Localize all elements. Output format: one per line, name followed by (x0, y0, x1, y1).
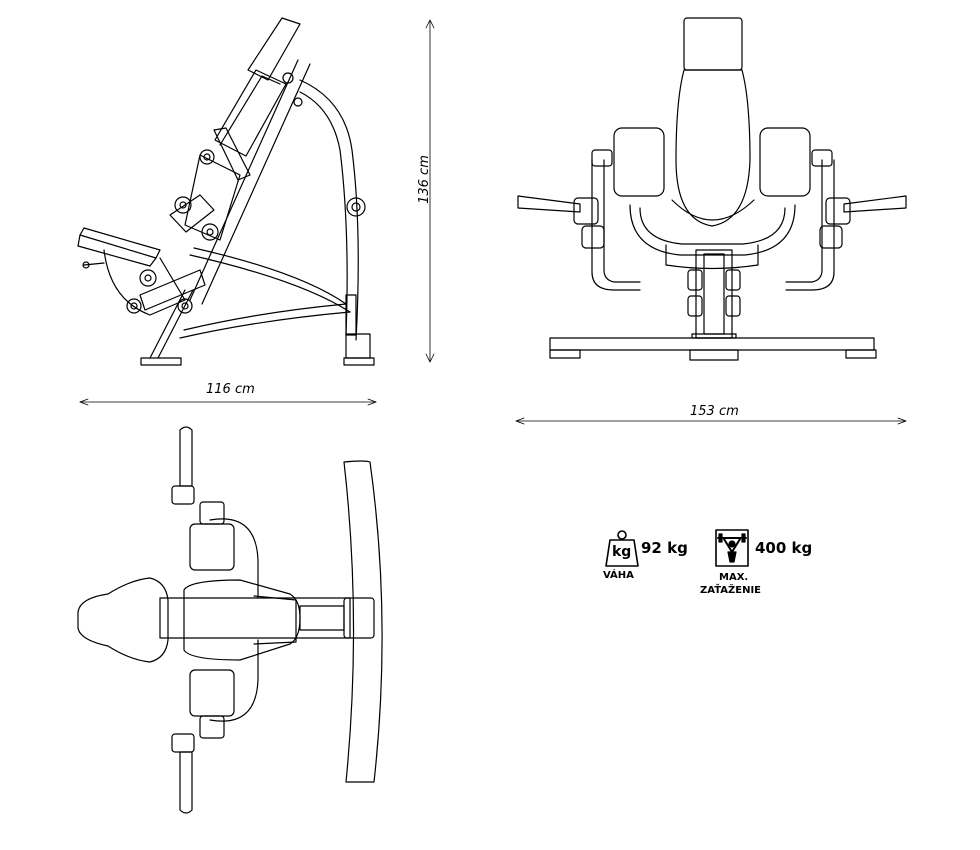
height-dimension-label: 136 cm (416, 155, 432, 204)
max-load-caption-line2: ZAŤAŽENIE (700, 585, 762, 596)
front-backrest (672, 18, 754, 226)
pivot-knob (347, 198, 365, 216)
front-right-pad (760, 128, 834, 290)
max-load-caption-line1: MAX. (719, 572, 749, 583)
max-load-lifter-icon (716, 530, 748, 566)
weight-value: 92 kg (641, 539, 688, 557)
weight-caption: VÁHA (603, 570, 634, 581)
top-backrest (184, 580, 300, 660)
front-left-pad (592, 128, 664, 290)
top-view (78, 427, 382, 813)
weight-icon-label: kg (612, 544, 632, 560)
front-right-handle (812, 150, 906, 248)
front-left-handle (518, 150, 612, 248)
front-view (516, 18, 906, 424)
side-seat (78, 228, 185, 315)
side-arm-mechanism (127, 73, 302, 313)
side-backrest (215, 18, 300, 156)
max-load-value: 400 kg (755, 539, 813, 557)
top-seat (78, 578, 168, 662)
side-view (78, 18, 434, 405)
width-dimension-label: 153 cm (690, 404, 739, 419)
weight-kg-icon (606, 531, 638, 566)
depth-dimension-label: 116 cm (206, 382, 255, 397)
